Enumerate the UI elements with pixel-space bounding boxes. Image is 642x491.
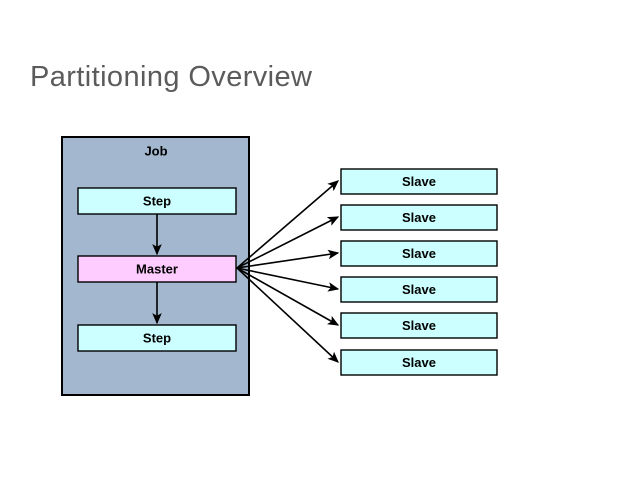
master-to-slave-arrow-5 <box>236 267 340 326</box>
step-box-bottom-shape <box>77 324 237 352</box>
slave-box-6[interactable]: Slave <box>340 349 498 376</box>
master-box-label: Master <box>136 261 178 276</box>
page-title: Partitioning Overview <box>30 61 313 93</box>
slave-box-5-label: Slave <box>402 318 436 333</box>
slave-box-5-shape <box>340 312 498 339</box>
master-to-slave-arrow-2 <box>236 216 340 269</box>
slave-box-4-shape <box>340 276 498 303</box>
step-box-top-shape <box>77 187 237 215</box>
slave-box-4[interactable]: Slave <box>340 276 498 303</box>
slave-box-1-shape <box>340 168 498 195</box>
slave-box-2[interactable]: Slave <box>340 204 498 231</box>
step-box-top-label: Step <box>143 193 171 208</box>
step-box-bottom[interactable]: Step <box>77 324 237 352</box>
step-box-bottom-label: Step <box>143 330 171 345</box>
master-to-slave-arrow-3 <box>236 249 340 269</box>
job-container-label: Job <box>144 143 167 158</box>
slave-box-2-label: Slave <box>402 210 436 225</box>
slave-box-1-label: Slave <box>402 174 436 189</box>
slave-box-6-label: Slave <box>402 355 436 370</box>
slave-box-5[interactable]: Slave <box>340 312 498 339</box>
master-to-slave-arrow-6 <box>236 267 339 363</box>
master-box[interactable]: Master <box>77 255 237 283</box>
slave-box-3-shape <box>340 240 498 267</box>
master-to-slave-arrow-1 <box>236 180 339 269</box>
slave-box-3[interactable]: Slave <box>340 240 498 267</box>
master-to-slave-connectors <box>236 180 340 363</box>
slave-box-1[interactable]: Slave <box>340 168 498 195</box>
slave-box-4-label: Slave <box>402 282 436 297</box>
slave-box-3-label: Slave <box>402 246 436 261</box>
slave-box-6-shape <box>340 349 498 376</box>
slave-box-2-shape <box>340 204 498 231</box>
master-to-slave-arrow-4 <box>236 267 340 292</box>
step-box-top[interactable]: Step <box>77 187 237 215</box>
